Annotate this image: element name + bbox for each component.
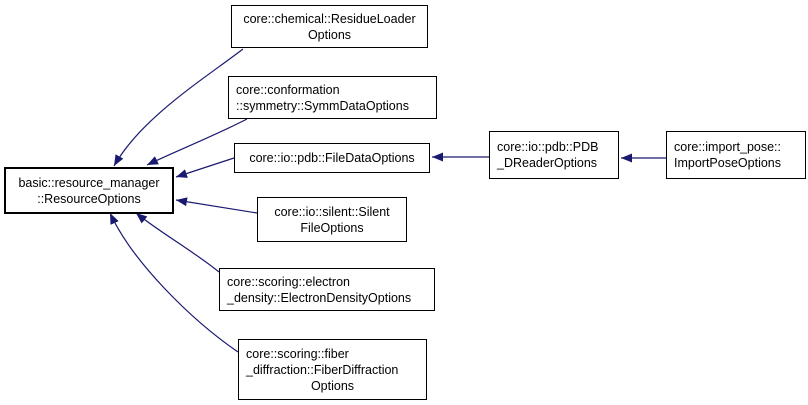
node-label: Options xyxy=(307,27,352,42)
node-pdb-dreader-options[interactable]: core::io::pdb::PDB _DReaderOptions xyxy=(489,131,619,179)
node-import-pose-options[interactable]: core::import_pose:: ImportPoseOptions xyxy=(666,131,806,179)
node-resource-options[interactable]: basic::resource_manager ::ResourceOption… xyxy=(4,167,174,214)
node-label: basic::resource_manager xyxy=(18,175,160,190)
edge-file-data-to-resource-options xyxy=(175,157,235,178)
node-label: _density::ElectronDensityOptions xyxy=(227,290,412,305)
edge-residue-loader-to-resource-options xyxy=(113,48,244,167)
node-label: core::import_pose:: xyxy=(674,140,781,154)
edge-silent-file-to-resource-options xyxy=(175,197,258,214)
node-label: ::ResourceOptions xyxy=(37,191,141,206)
node-label: ImportPoseOptions xyxy=(674,156,781,170)
node-silent-file-options[interactable]: core::io::silent::Silent FileOptions xyxy=(257,197,407,242)
node-fiber-diffraction-options[interactable]: core::scoring::fiber _diffraction::Fiber… xyxy=(238,339,427,400)
node-symm-data-options[interactable]: core::conformation ::symmetry::SymmDataO… xyxy=(228,76,437,119)
edge-electron-density-to-resource-options xyxy=(135,212,220,273)
node-label: FileOptions xyxy=(300,220,364,235)
node-label: core::chemical::ResidueLoader xyxy=(243,11,416,26)
node-label: core::io::pdb::FileDataOptions xyxy=(249,151,415,165)
node-label: _diffraction::FiberDiffraction xyxy=(246,362,399,377)
node-file-data-options[interactable]: core::io::pdb::FileDataOptions xyxy=(234,143,430,173)
node-electron-density-options[interactable]: core::scoring::electron _density::Electr… xyxy=(219,268,435,311)
edge-fiber-diffraction-to-resource-options xyxy=(109,212,239,353)
node-label: ::symmetry::SymmDataOptions xyxy=(236,98,409,113)
node-label: core::scoring::fiber xyxy=(246,346,349,361)
edge-symm-data-to-resource-options xyxy=(146,118,248,166)
node-label: Options xyxy=(310,378,355,393)
node-label: core::scoring::electron xyxy=(227,274,350,289)
node-residue-loader-options[interactable]: core::chemical::ResidueLoader Options xyxy=(231,5,428,48)
node-label: core::conformation xyxy=(236,82,340,97)
node-label: _DReaderOptions xyxy=(497,156,598,170)
node-label: core::io::silent::Silent xyxy=(274,204,390,219)
node-label: core::io::pdb::PDB xyxy=(497,140,599,154)
